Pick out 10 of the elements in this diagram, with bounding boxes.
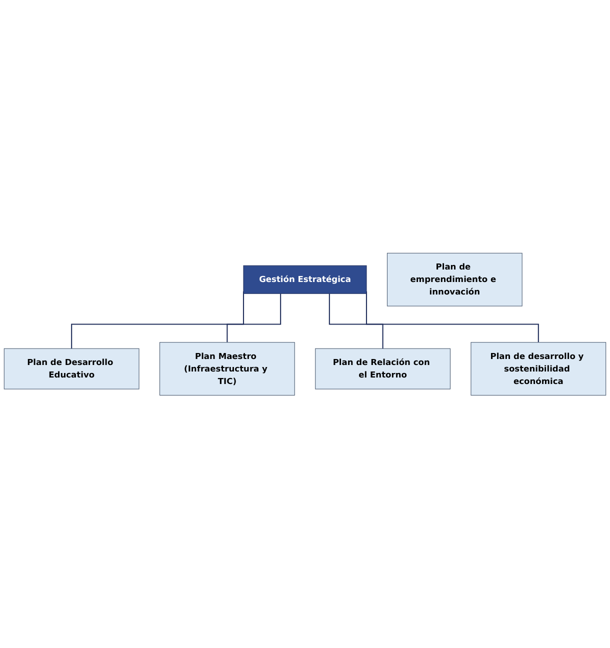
connector: [71, 291, 244, 349]
connector: [226, 293, 282, 343]
node-box: Plan de emprendimiento e innovación: [386, 252, 522, 306]
node-box: Plan Maestro (Infraestructura y TIC): [160, 342, 295, 396]
node-box: Plan de Desarrollo Educativo: [4, 348, 140, 390]
node-box: Gestión Estratégica: [243, 265, 367, 294]
connector: [366, 291, 539, 343]
node-box: Plan de Relación con el Entorno: [315, 348, 450, 390]
node-box: Plan de desarrollo y sostenibilidad económica: [470, 342, 606, 396]
connector: [328, 293, 384, 349]
